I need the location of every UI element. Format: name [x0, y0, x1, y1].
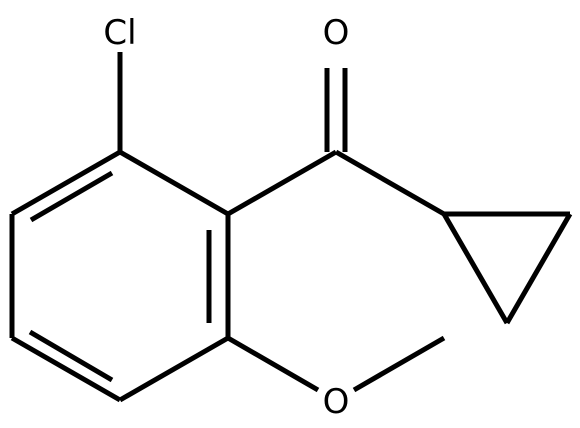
ring-bond	[118, 149, 230, 217]
ring-bond	[118, 335, 230, 403]
carbonyl-oxygen-label: O	[323, 13, 350, 53]
ring-carbonyl-bond	[226, 149, 338, 217]
ring-double-bond-inner	[28, 329, 114, 383]
benzene-ring	[9, 149, 231, 403]
chlorine-label: Cl	[103, 13, 136, 53]
ring-double-bond-inner	[29, 170, 114, 223]
ether-oxygen-label: O	[323, 382, 350, 422]
cyclopropane-bond	[441, 212, 510, 325]
carbonyl-cyclopropyl-bond	[334, 149, 446, 217]
ring-bond	[10, 149, 122, 217]
ring-bond	[10, 335, 122, 403]
ether-methyl-bond	[352, 335, 446, 393]
ring-ether-bond	[226, 335, 320, 393]
cyclopropane-ring	[441, 211, 573, 325]
cyclopropane-bond	[504, 212, 573, 325]
